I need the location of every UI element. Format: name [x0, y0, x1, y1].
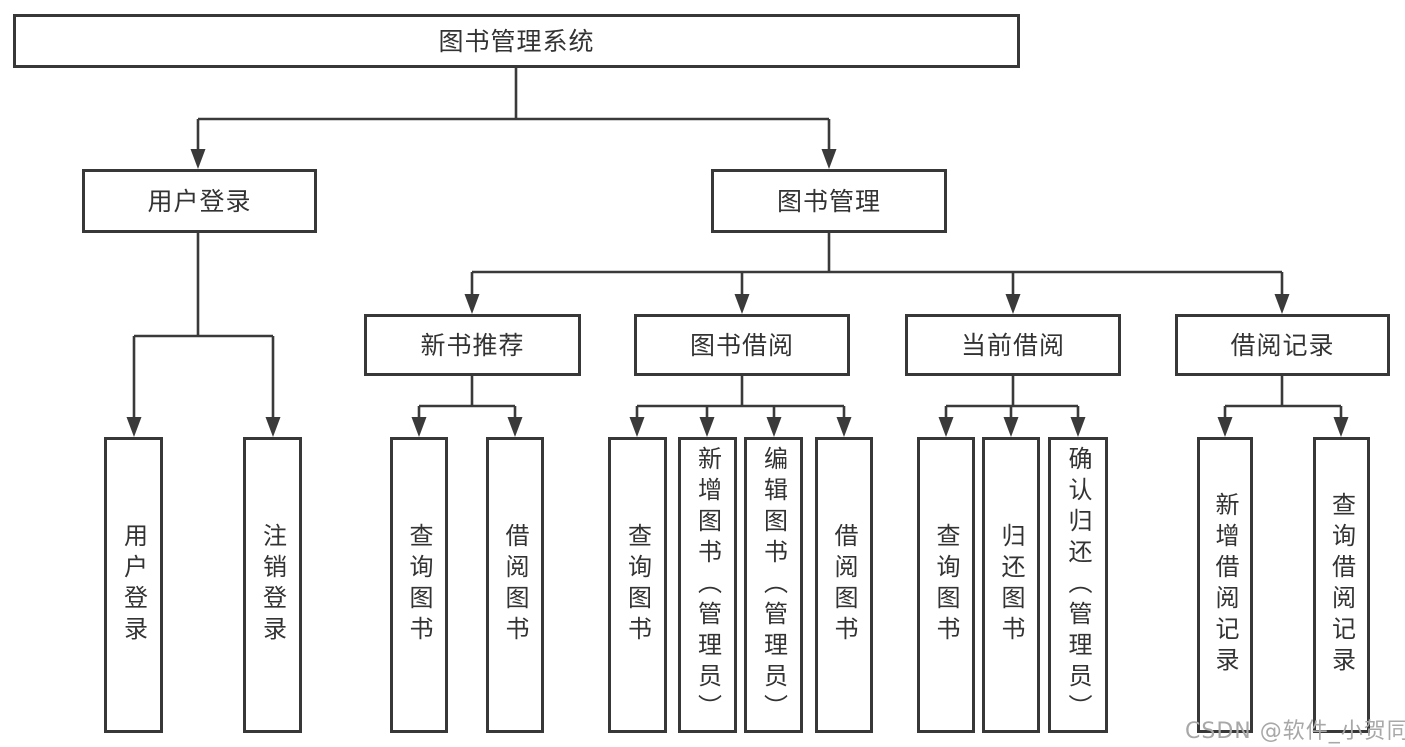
leaf-add-record: 新增借阅记录	[1197, 437, 1253, 733]
node-new-book-rec: 新书推荐	[364, 314, 581, 376]
leaf-return-book: 归还图书	[982, 437, 1040, 733]
leaf-query-record: 查询借阅记录	[1313, 437, 1370, 733]
leaf-user-login: 用户登录	[104, 437, 163, 733]
leaf-user-login-label: 用户登录	[119, 523, 148, 647]
leaf-logout: 注销登录	[243, 437, 302, 733]
arrowheads	[126, 149, 1349, 437]
leaf-return-book-label: 归还图书	[997, 523, 1025, 647]
leaf-add-book: 新增图书（管理员）	[678, 437, 737, 733]
connector-bookmgmt-to-level3	[470, 233, 1284, 296]
leaf-query-book-1: 查询图书	[390, 437, 448, 733]
leaf-logout-label: 注销登录	[258, 523, 287, 647]
leaf-query-book-1-label: 查询图书	[405, 523, 433, 647]
connector-currentborrow-to-leaves	[944, 376, 1080, 419]
leaf-edit-book-label: 编辑图书（管理员）	[759, 445, 788, 725]
leaf-confirm-return: 确认归还（管理员）	[1048, 437, 1108, 733]
node-book-mgmt: 图书管理	[711, 169, 947, 233]
leaf-query-book-3: 查询图书	[917, 437, 975, 733]
leaf-borrow-book-2: 借阅图书	[815, 437, 873, 733]
node-root-label: 图书管理系统	[438, 26, 595, 56]
node-book-borrow-label: 图书借阅	[689, 330, 794, 360]
leaf-borrow-book-1-label: 借阅图书	[501, 523, 529, 647]
node-new-book-rec-label: 新书推荐	[420, 330, 525, 360]
node-current-borrow: 当前借阅	[905, 314, 1121, 376]
connector-userlogin-to-leaves	[132, 233, 275, 419]
leaf-query-record-label: 查询借阅记录	[1327, 492, 1356, 678]
node-root: 图书管理系统	[13, 14, 1020, 68]
leaf-add-book-label: 新增图书（管理员）	[693, 445, 722, 725]
leaf-borrow-book-2-label: 借阅图书	[830, 523, 858, 647]
node-user-login-label: 用户登录	[147, 186, 252, 216]
node-borrow-record-label: 借阅记录	[1230, 330, 1335, 360]
leaf-borrow-book-1: 借阅图书	[486, 437, 544, 733]
node-book-mgmt-label: 图书管理	[776, 186, 881, 216]
leaf-query-book-2: 查询图书	[608, 437, 667, 733]
leaf-query-book-3-label: 查询图书	[932, 523, 960, 647]
node-user-login: 用户登录	[82, 169, 317, 233]
leaf-add-record-label: 新增借阅记录	[1211, 492, 1239, 678]
connector-root-to-level2	[196, 68, 831, 151]
leaf-edit-book: 编辑图书（管理员）	[744, 437, 803, 733]
leaf-confirm-return-label: 确认归还（管理员）	[1064, 445, 1092, 725]
connector-newbookrec-to-leaves	[417, 376, 517, 419]
leaf-query-book-2-label: 查询图书	[623, 523, 652, 647]
node-current-borrow-label: 当前借阅	[960, 330, 1065, 360]
csdn-watermark: CSDN @软件_小贺同学	[1185, 719, 1405, 744]
connector-borrowrecord-to-leaves	[1223, 376, 1343, 419]
connector-bookborrow-to-leaves	[635, 376, 846, 419]
node-borrow-record: 借阅记录	[1175, 314, 1390, 376]
node-book-borrow: 图书借阅	[634, 314, 850, 376]
